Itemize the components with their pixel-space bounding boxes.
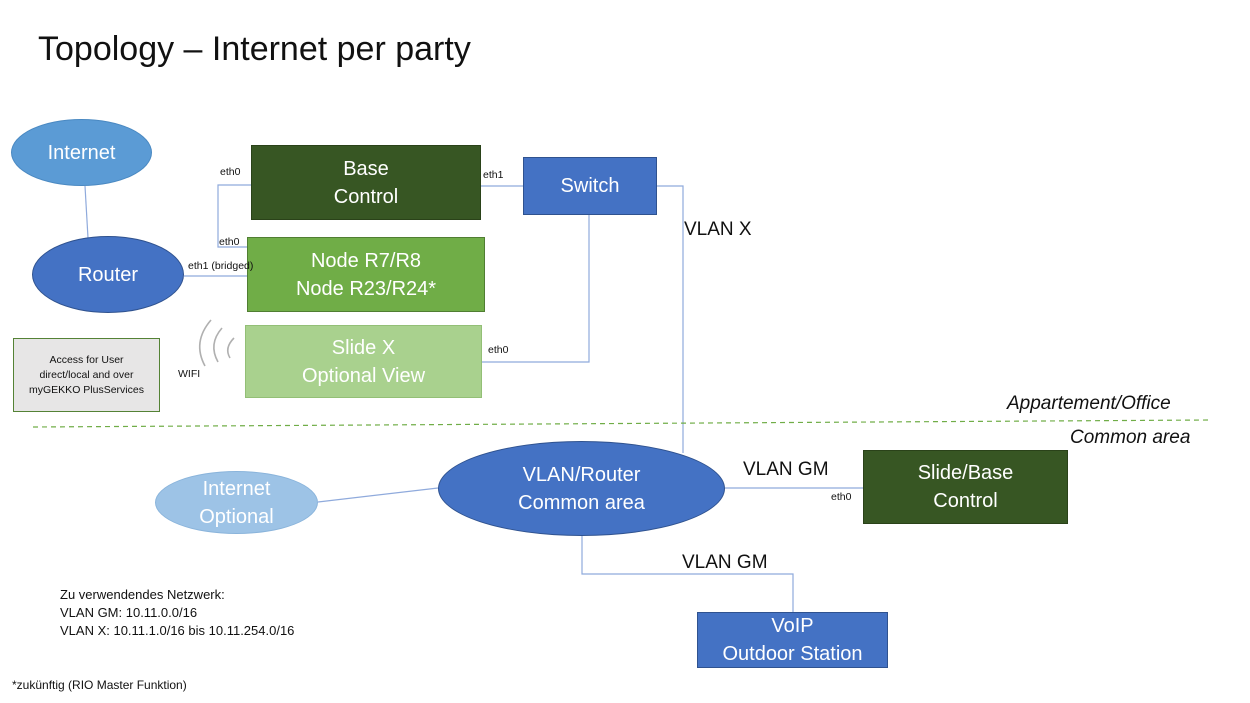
vlan-gm-right-label: VLAN GM — [743, 459, 829, 480]
port-label-eth1-bridged: eth1 (bridged) — [188, 260, 254, 272]
link-internet-optional — [317, 487, 439, 503]
wifi-label: WIFI — [178, 368, 201, 380]
vlan-router-node: VLAN/Router Common area — [438, 441, 725, 536]
port-label-eth1-base: eth1 — [483, 169, 504, 181]
footnote: *zukünftig (RIO Master Funktion) — [12, 678, 187, 692]
port-label-eth0-node: eth0 — [219, 236, 240, 248]
slide-x-node: Slide X Optional View — [245, 325, 482, 398]
switch-node: Switch — [523, 157, 657, 215]
access-note: Access for User direct/local and over my… — [13, 338, 160, 412]
port-label-eth0-base: eth0 — [220, 166, 241, 178]
link-vlanrouter-voip — [581, 536, 794, 612]
vlan-gm-bottom-label: VLAN GM — [682, 552, 768, 573]
wifi-icon — [198, 319, 235, 367]
area-label-common: Common area — [1070, 427, 1191, 448]
link-internet-router — [84, 185, 89, 239]
vlan-x-label: VLAN X — [684, 219, 752, 240]
internet-optional-node: Internet Optional — [155, 471, 318, 534]
network-info: Zu verwendendes Netzwerk: VLAN GM: 10.11… — [60, 586, 294, 640]
area-label-apartment: Appartement/Office — [1007, 393, 1171, 414]
page-title: Topology – Internet per party — [38, 30, 471, 68]
port-label-eth0-slide: eth0 — [488, 344, 509, 356]
router-node: Router — [32, 236, 184, 313]
voip-node: VoIP Outdoor Station — [697, 612, 888, 668]
network-info-heading: Zu verwendendes Netzwerk: — [60, 587, 225, 602]
network-info-vlan-x: VLAN X: 10.11.1.0/16 bis 10.11.254.0/16 — [60, 623, 295, 638]
port-label-eth0-slide-base: eth0 — [831, 491, 852, 503]
node-r-node: Node R7/R8 Node R23/R24* — [247, 237, 485, 312]
base-control-node: Base Control — [251, 145, 481, 220]
internet-node: Internet — [11, 119, 152, 186]
link-eth0-bus — [217, 184, 251, 248]
link-switch-vlanrouter — [657, 185, 684, 453]
slide-base-control-node: Slide/Base Control — [863, 450, 1068, 524]
area-divider — [32, 419, 1211, 428]
network-info-vlan-gm: VLAN GM: 10.11.0.0/16 — [60, 605, 198, 620]
link-switch-slide — [482, 215, 590, 363]
